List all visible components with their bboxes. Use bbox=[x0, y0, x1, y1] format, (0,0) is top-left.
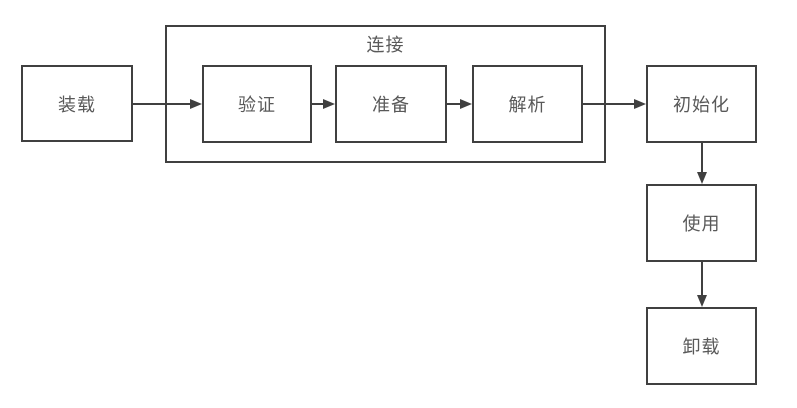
node-use: 使用 bbox=[646, 184, 757, 262]
node-prepare: 准备 bbox=[335, 65, 447, 143]
node-verify: 验证 bbox=[202, 65, 312, 143]
node-unload: 卸载 bbox=[646, 307, 757, 385]
node-load: 装载 bbox=[21, 65, 133, 142]
group-link: 连接 bbox=[165, 25, 606, 163]
node-resolve: 解析 bbox=[472, 65, 583, 143]
node-initialize: 初始化 bbox=[646, 65, 757, 143]
group-link-title: 连接 bbox=[366, 35, 405, 55]
